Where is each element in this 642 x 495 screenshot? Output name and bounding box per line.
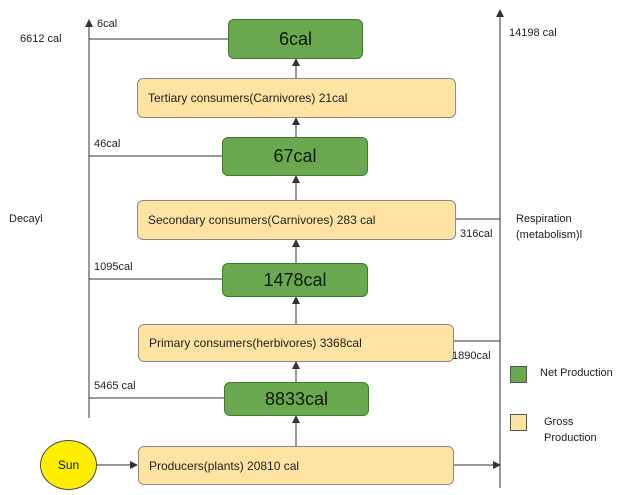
tertiary-consumers-gross-box: Tertiary consumers(Carnivores) 21cal xyxy=(137,78,456,118)
respiration-label-line1: Respiration xyxy=(516,213,572,225)
legend-net-production-swatch xyxy=(510,366,527,383)
secondary-consumers-net-label: 67cal xyxy=(273,146,317,166)
decay-total-label: 6612 cal xyxy=(20,33,62,45)
tertiary-consumers-gross-label: Tertiary consumers(Carnivores) 21cal xyxy=(148,91,348,105)
decay-primary-value: 1095cal xyxy=(94,261,133,273)
respiration-primary-value: 1890cal xyxy=(452,350,491,362)
primary-consumers-net-label: 1478cal xyxy=(263,269,327,290)
legend-gross-production-swatch xyxy=(510,414,527,431)
producers-net-box: 8833cal xyxy=(224,382,369,416)
decay-tertiary-value: 6cal xyxy=(97,18,118,30)
respiration-label-line2: (metabolism)l xyxy=(516,229,583,241)
sun-label: Sun xyxy=(57,458,80,472)
legend-gross-production-label-line2: Production xyxy=(544,432,597,444)
secondary-consumers-net-box: 67cal xyxy=(222,137,368,176)
secondary-consumers-gross-label: Secondary consumers(Carnivores) 283 cal xyxy=(148,213,376,227)
legend-net-production-label: Net Production xyxy=(540,367,613,379)
decay-secondary-value: 46cal xyxy=(94,138,121,150)
legend-gross-production-label-line1: Gross xyxy=(544,416,574,428)
producers-gross-label: Producers(plants) 20810 cal xyxy=(149,458,300,473)
sun: Sun xyxy=(40,440,97,490)
decay-producers-value: 5465 cal xyxy=(94,380,136,392)
primary-consumers-net-box: 1478cal xyxy=(222,263,368,297)
respiration-total-label: 14198 cal xyxy=(509,27,557,39)
primary-consumers-gross-box: Primary consumers(herbivores) 3368cal xyxy=(138,324,454,362)
producers-net-label: 8833cal xyxy=(264,388,329,409)
respiration-secondary-value: 316cal xyxy=(460,228,493,240)
secondary-consumers-gross-box: Secondary consumers(Carnivores) 283 cal xyxy=(137,200,456,240)
primary-consumers-gross-label: Primary consumers(herbivores) 3368cal xyxy=(149,336,362,350)
tertiary-consumers-net-label: 6cal xyxy=(278,28,313,49)
producers-gross-box: Producers(plants) 20810 cal xyxy=(138,446,454,485)
tertiary-consumers-net-box: 6cal xyxy=(228,19,363,59)
decay-label: Decayl xyxy=(9,213,43,225)
